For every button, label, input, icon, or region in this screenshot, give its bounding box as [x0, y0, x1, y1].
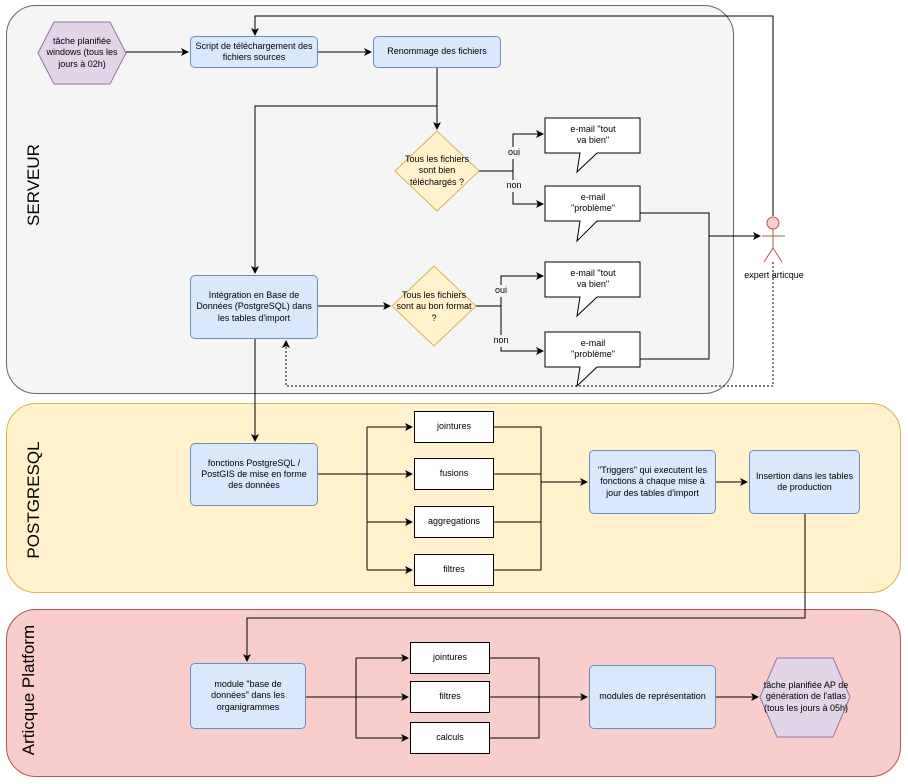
actor-expert [762, 216, 785, 263]
edge-label-non-2: non [491, 335, 511, 347]
lane-label-serveur: SERVEUR [24, 144, 43, 226]
fonctions-box: fonctions PostgreSQL / PostGIS de mise e… [190, 443, 318, 506]
email-ok-1-label: e-mail "tout va bien" [570, 123, 616, 145]
lane-label-postgresql: POSTGRESQL [24, 441, 43, 559]
decision-telecharges-label: Tous les fichiers sont bien téléchargés … [404, 154, 470, 187]
aggregations-pg-box: aggregations [414, 506, 494, 538]
email-pb-1-label: e-mail "problème" [571, 191, 615, 213]
lane-label-platform: Articque Platform [19, 624, 38, 756]
edge-label-non-1: non [504, 180, 524, 192]
fusions-pg-box: fusions [414, 458, 494, 490]
modules-representation-box: modules de représentation [589, 665, 716, 729]
calculs-ap-box: calculs [410, 722, 490, 754]
filtres-ap-box: filtres [410, 681, 490, 713]
email-pb-2-label: e-mail "problème" [571, 337, 615, 359]
edge-label-oui-1: oui [504, 147, 524, 159]
decision-format-label: Tous les fichiers sont au bon format ? [396, 290, 472, 323]
triggers-box: "Triggers" qui executent les fonctions à… [589, 450, 716, 514]
jointures-ap-box: jointures [410, 642, 490, 674]
integration-box: Intégration en Base de Données (PostgreS… [190, 275, 318, 339]
renommage-box: Renommage des fichiers [373, 36, 501, 68]
filtres-pg-box: filtres [414, 554, 494, 586]
edge-label-oui-2: oui [491, 285, 511, 297]
tache-ap-label: tâche planifiée AP de génération de l'at… [763, 680, 849, 713]
actor-expert-label: expert articque [744, 270, 804, 281]
script-download-box: Script de téléchargement des fichiers so… [190, 36, 318, 68]
module-bdd-box: module "base de données" dans les organi… [190, 663, 306, 729]
insertion-box: Insertion dans les tables de production [749, 450, 860, 514]
email-ok-2-label: e-mail "tout va bien" [570, 267, 616, 289]
tache-windows-label: tâche planifiée windows (tous les jours … [46, 36, 118, 69]
jointures-pg-box: jointures [414, 411, 494, 443]
